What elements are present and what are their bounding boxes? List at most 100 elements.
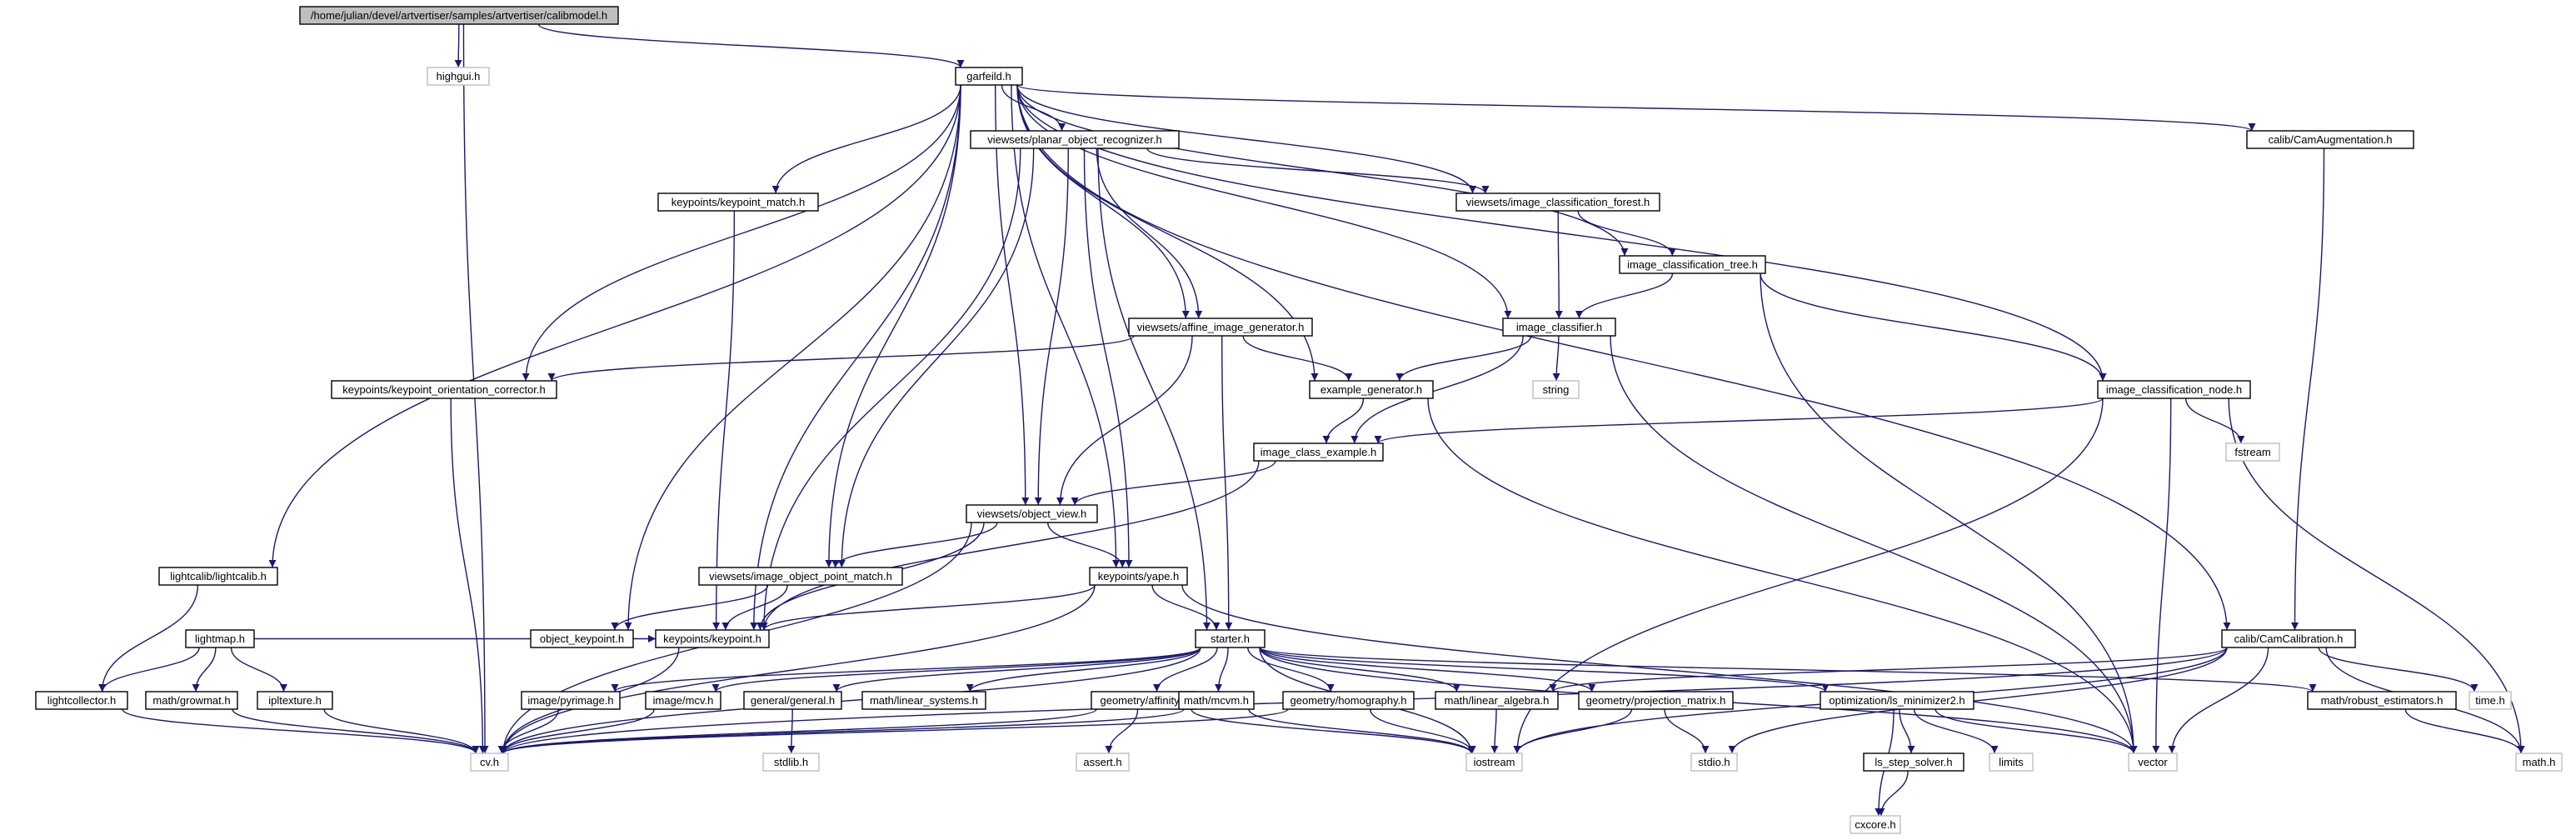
node-growmat[interactable]: math/growmat.h (145, 691, 238, 710)
node-calibmodel[interactable]: /home/julian/devel/artvertiser/samples/a… (299, 6, 619, 25)
node-cxcore: cxcore.h (1850, 815, 1901, 834)
node-iopm[interactable]: viewsets/image_object_point_match.h (698, 567, 903, 586)
node-garfeild[interactable]: garfeild.h (955, 67, 1023, 86)
edge-obj_view-to-iopm (831, 522, 998, 568)
node-label: garfeild.h (966, 70, 1011, 82)
node-label: string (1543, 383, 1570, 396)
node-box (1502, 318, 1616, 337)
edge-mcvm-to-cv (499, 708, 1185, 754)
edge-ipltexture-to-cv (323, 708, 480, 754)
edge-mcv-to-cv (499, 708, 655, 754)
node-cam_calib[interactable]: calib/CamCalibration.h (2221, 629, 2356, 648)
edge-cam_aug-to-cam_calib (2291, 148, 2325, 631)
node-label: keypoints/keypoint_match.h (671, 196, 805, 208)
edge-ic_example-to-obj_view (1071, 460, 1276, 506)
edge-ic_node-to-vector (2152, 398, 2172, 754)
edge-garfeild-to-ic_forest (1016, 84, 1476, 194)
node-box (657, 192, 819, 212)
edge-projmat-to-iostream (1513, 708, 1633, 754)
edge-ls_step-to-cxcore (1877, 770, 1909, 817)
edge-garfeild-to-affine (1016, 84, 1190, 319)
edge-ic_tree-to-ic_node (1760, 272, 2107, 382)
node-linsys[interactable]: math/linear_systems.h (861, 691, 986, 710)
node-ic_node[interactable]: image_classification_node.h (2097, 380, 2251, 399)
node-box (1690, 752, 1738, 772)
node-box (1435, 691, 1559, 710)
node-box (521, 691, 621, 710)
node-linalg[interactable]: math/linear_algebra.h (1435, 691, 1559, 710)
node-example_gen[interactable]: example_generator.h (1309, 380, 1434, 399)
edge-affinity-to-cv (499, 708, 1097, 754)
node-label: fstream (2234, 446, 2270, 458)
node-ls_step[interactable]: ls_step_solver.h (1863, 752, 1964, 772)
edge-garfeild-to-obj_view (995, 84, 1030, 506)
node-affine[interactable]: viewsets/affine_image_generator.h (1128, 318, 1313, 337)
node-box (1128, 318, 1313, 337)
node-cam_aug[interactable]: calib/CamAugmentation.h (2246, 130, 2414, 149)
edge-affinity-to-iostream (1191, 708, 1475, 754)
node-label: image_classification_tree.h (1627, 258, 1758, 271)
node-box (655, 629, 770, 648)
node-obj_view[interactable]: viewsets/object_view.h (966, 504, 1098, 523)
node-kp_orient[interactable]: keypoints/keypoint_orientation_corrector… (331, 380, 557, 399)
node-box (861, 691, 986, 710)
node-affinity[interactable]: geometry/affinity.h (1091, 691, 1197, 710)
node-box (1309, 380, 1434, 399)
edge-ic_forest-to-img_classifier (1555, 210, 1563, 319)
edge-lightmap-to-growmat (192, 647, 217, 692)
node-label: ipltexture.h (268, 694, 322, 707)
node-label: image/mcv.h (653, 694, 714, 707)
node-ipltexture[interactable]: ipltexture.h (257, 691, 333, 710)
node-planar[interactable]: viewsets/planar_object_recognizer.h (970, 130, 1180, 149)
node-starter[interactable]: starter.h (1195, 629, 1266, 648)
node-box (970, 130, 1180, 149)
node-box (698, 567, 903, 586)
edge-affine-to-starter (1221, 335, 1233, 631)
node-mcv[interactable]: image/mcv.h (645, 691, 721, 710)
node-box (2246, 130, 2414, 149)
node-lightcalib[interactable]: lightcalib/lightcalib.h (158, 567, 278, 586)
edge-lightcollector-to-cv (122, 708, 480, 754)
node-label: stdio.h (1698, 756, 1730, 768)
node-box (743, 691, 842, 710)
edge-cam_calib-to-stdio (1728, 647, 2228, 754)
node-ic_example[interactable]: image_class_example.h (1253, 442, 1384, 462)
node-box (299, 6, 619, 25)
node-mcvm[interactable]: math/mcvm.h (1178, 691, 1255, 710)
node-pyrimage[interactable]: image/pyrimage.h (521, 691, 621, 710)
edge-projmat-to-stdio (1664, 708, 1710, 754)
node-box (1989, 752, 2034, 772)
node-robust[interactable]: math/robust_estimators.h (2307, 691, 2457, 710)
edge-mcvm-to-iostream (1248, 708, 1475, 754)
node-general[interactable]: general/general.h (743, 691, 842, 710)
node-obj_kp[interactable]: object_keypoint.h (530, 629, 634, 648)
node-kp[interactable]: keypoints/keypoint.h (655, 629, 770, 648)
node-kp_match[interactable]: keypoints/keypoint_match.h (657, 192, 819, 212)
node-box (158, 567, 278, 586)
edge-robust-to-mathh (2404, 708, 2525, 754)
node-ic_tree[interactable]: image_classification_tree.h (1619, 255, 1766, 274)
node-lightmap[interactable]: lightmap.h (185, 629, 255, 648)
edge-starter-to-general (832, 647, 1201, 692)
node-yape[interactable]: keypoints/yape.h (1089, 567, 1188, 586)
node-label: lightcalib/lightcalib.h (170, 570, 267, 582)
node-lsmin[interactable]: optimization/ls_minimizer2.h (1820, 691, 1974, 710)
node-ic_forest[interactable]: viewsets/image_classification_forest.h (1455, 192, 1660, 212)
node-label: time.h (2475, 694, 2504, 707)
edge-ic_example-to-kp (760, 460, 1260, 631)
node-label: object_keypoint.h (540, 632, 624, 645)
node-box (762, 752, 820, 772)
node-label: math.h (2523, 756, 2556, 768)
node-box (1863, 752, 1964, 772)
node-img_classifier[interactable]: image_classifier.h (1502, 318, 1616, 337)
node-lightcollector[interactable]: lightcollector.h (35, 691, 128, 710)
node-label: starter.h (1211, 632, 1250, 645)
node-homography[interactable]: geometry/homography.h (1282, 691, 1415, 710)
node-projmat[interactable]: geometry/projection_matrix.h (1578, 691, 1734, 710)
node-box (1465, 752, 1523, 772)
edge-homography-to-iostream (1370, 708, 1476, 754)
node-box (1195, 629, 1266, 648)
edge-garfeild-to-iopm (825, 84, 961, 568)
edge-lightmap-to-ipltexture (230, 647, 287, 692)
